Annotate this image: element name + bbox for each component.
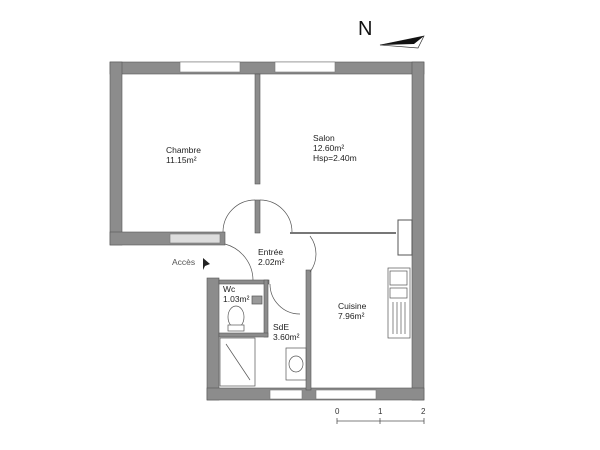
walls <box>109 61 425 401</box>
radiator <box>397 219 413 256</box>
windows <box>169 61 377 400</box>
kitchen-counter-icon <box>387 267 411 339</box>
fixtures <box>219 267 411 387</box>
room-name: Salon <box>313 133 335 143</box>
scale-tick-0: 0 <box>335 407 340 416</box>
room-name: Cuisine <box>338 301 367 311</box>
scale-tick-2: 2 <box>421 407 426 416</box>
room-area: 1.03m² <box>223 294 250 304</box>
room-name: Wc <box>223 284 236 294</box>
room-area: 3.60m² <box>273 332 300 342</box>
scale-tick-1: 1 <box>378 407 383 416</box>
north-arrow-icon <box>379 35 425 49</box>
room-area: 7.96m² <box>338 311 365 321</box>
room-area: 11.15m² <box>166 155 197 165</box>
room-area: 2.02m² <box>258 257 285 267</box>
room-area: 12.60m² <box>313 143 345 153</box>
access-label: Accès <box>172 257 196 267</box>
door-swings <box>222 199 317 315</box>
access-arrow-icon <box>203 258 210 270</box>
room-name: Chambre <box>166 145 201 155</box>
north-label: N <box>358 18 373 40</box>
room-name: SdE <box>273 322 290 332</box>
room-name: Entrée <box>258 247 284 257</box>
ceiling-height: Hsp=2.40m <box>313 153 357 163</box>
scale-bar <box>336 418 425 424</box>
shower-icon <box>219 337 256 387</box>
